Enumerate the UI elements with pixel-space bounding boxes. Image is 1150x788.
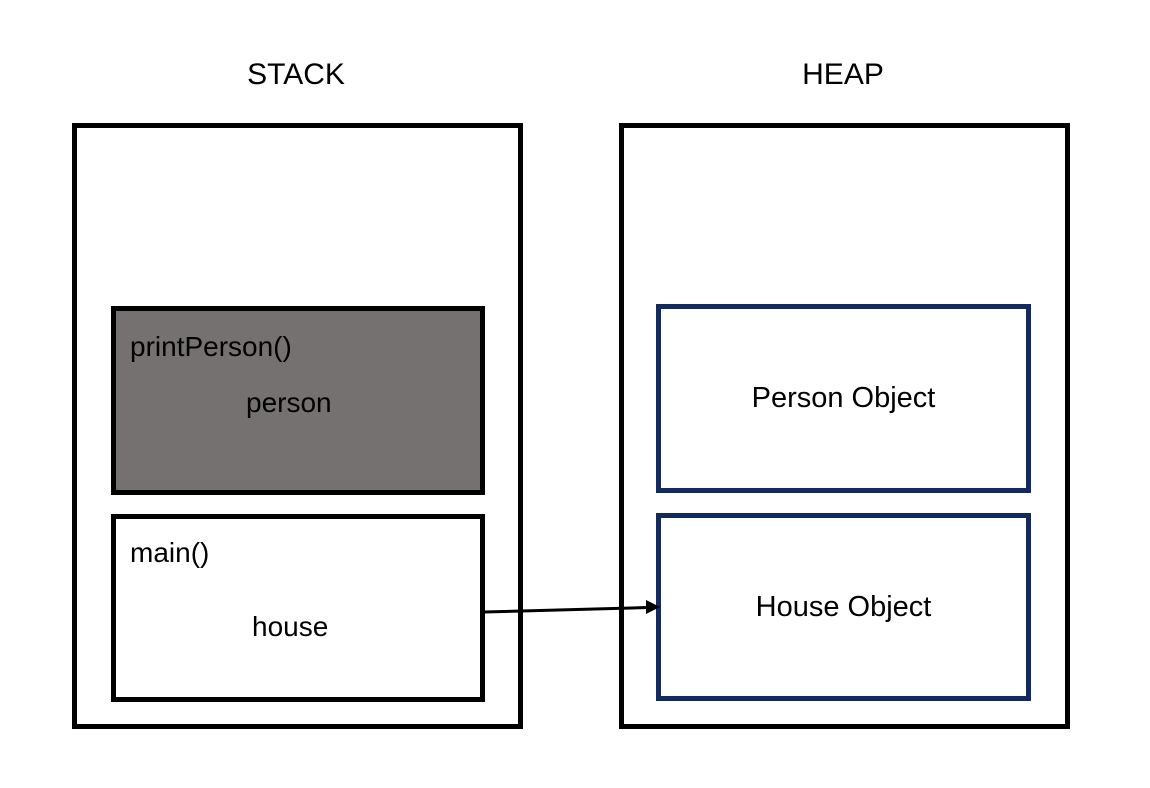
frame-variable: person bbox=[246, 387, 332, 418]
heap-object-person: Person Object bbox=[656, 304, 1031, 493]
heap-title: HEAP bbox=[802, 58, 884, 91]
heap-region bbox=[619, 123, 1070, 729]
object-label: House Object bbox=[755, 590, 932, 623]
stack-frame-printperson: printPerson() person bbox=[111, 306, 485, 495]
stack-title: STACK bbox=[247, 58, 345, 91]
frame-name: printPerson() bbox=[130, 331, 292, 362]
stack-frame-main: main() house bbox=[111, 514, 485, 702]
object-label: Person Object bbox=[751, 382, 936, 414]
frame-name: main() bbox=[130, 537, 210, 568]
arrowhead-icon bbox=[646, 600, 660, 614]
frame-variable: house bbox=[252, 611, 329, 642]
